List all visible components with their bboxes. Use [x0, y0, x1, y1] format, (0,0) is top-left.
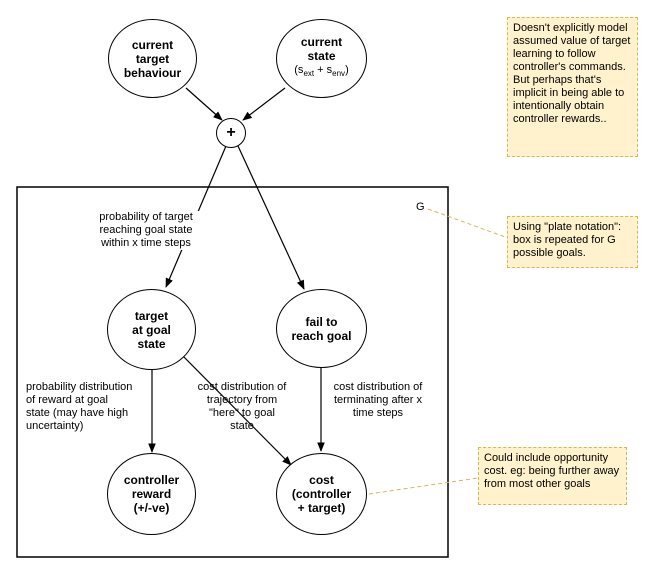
note-model-assumption[interactable]: Doesn't explicitly model assumed value o… — [507, 17, 638, 157]
node-controller-reward-label: controller reward (+/-ve) — [123, 473, 180, 515]
node-target-at-goal-state[interactable]: target at goal state — [107, 289, 196, 370]
plate-note-connector — [427, 208, 509, 239]
edge-label-prob-reward: probability distribution of reward at go… — [26, 381, 133, 432]
node-current-state-formula: (sext + senv) — [294, 64, 349, 79]
edge-label-cost-trajectory: cost distribution of trajectory from "he… — [197, 381, 287, 432]
node-fail-to-reach-goal[interactable]: fail to reach goal — [276, 289, 367, 368]
plate-label-g: G — [416, 201, 425, 213]
plus-symbol: + — [226, 124, 236, 141]
node-controller-reward[interactable]: controller reward (+/-ve) — [107, 453, 196, 535]
node-current-state-label: current state (sext + senv) — [294, 21, 348, 95]
edge-target-behaviour-to-plus — [185, 87, 223, 121]
node-cost[interactable]: cost (controller + target) — [276, 453, 367, 535]
node-current-state[interactable]: current state (sext + senv) — [276, 19, 367, 98]
node-fail-to-reach-goal-label: fail to reach goal — [291, 314, 352, 343]
edge-state-to-plus — [242, 87, 286, 121]
note-opportunity-cost[interactable]: Could include opportunity cost. eg: bein… — [478, 447, 627, 505]
plate-box — [16, 186, 449, 558]
node-target-at-goal-state-label: target at goal state — [132, 308, 171, 351]
node-current-target-behaviour[interactable]: current target behaviour — [108, 19, 197, 98]
plus-operator-node[interactable]: + — [216, 118, 246, 148]
note-plate-notation[interactable]: Using "plate notation": box is repeated … — [507, 216, 638, 268]
edge-target-goal-to-cost — [179, 352, 292, 466]
node-cost-label: cost (controller + target) — [291, 473, 352, 515]
edge-plus-to-fail — [237, 145, 305, 290]
opportunity-note-connector — [361, 477, 479, 496]
node-current-state-title: current state — [300, 35, 343, 64]
edge-label-prob-reach-goal: probability of target reaching goal stat… — [76, 211, 216, 250]
edge-label-cost-terminating: cost distribution of terminating after x… — [333, 381, 423, 419]
node-current-target-behaviour-label: current target behaviour — [123, 37, 182, 80]
